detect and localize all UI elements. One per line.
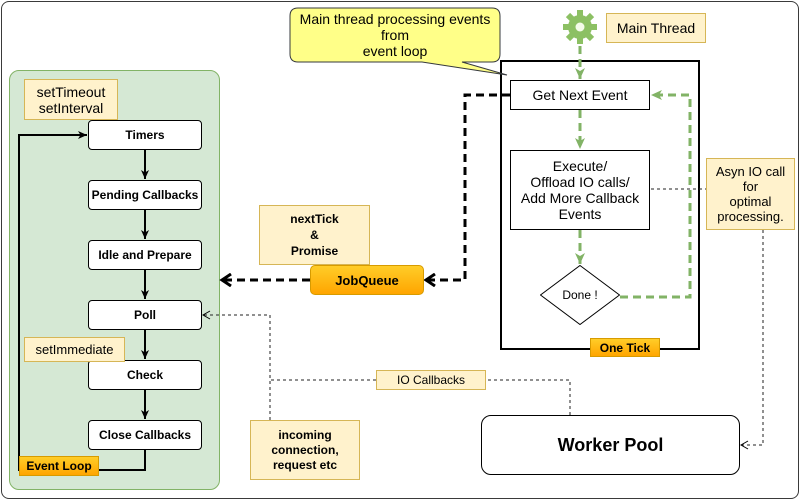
main-thread-label: Main Thread <box>606 13 706 43</box>
phase-pending-callbacks: Pending Callbacks <box>88 180 202 210</box>
timers-note: setTimeout setInterval <box>24 79 118 120</box>
next-tick-promise-note: nextTick & Promise <box>259 205 370 265</box>
phase-check: Check <box>88 360 202 390</box>
get-next-event-box: Get Next Event <box>510 80 650 110</box>
callout-line: from <box>381 27 409 43</box>
async-note-line: for <box>742 179 759 194</box>
callout-line: event loop <box>362 43 428 59</box>
worker-pool: Worker Pool <box>481 415 740 475</box>
callout-line: Main thread processing events <box>299 11 491 27</box>
gear-hole <box>575 22 585 32</box>
gear-icon <box>563 10 597 44</box>
phase-close-callbacks: Close Callbacks <box>88 420 202 450</box>
done-decision: Done ! <box>540 265 620 325</box>
execute-line: Add More Callback <box>520 190 640 206</box>
execute-line: Offload IO calls/ <box>530 174 630 190</box>
next-tick-note-line: nextTick <box>290 212 339 226</box>
next-tick-note-line: & <box>310 228 319 242</box>
timers-note-line: setTimeout <box>36 83 106 100</box>
main-thread-callout: Main thread processing events from event… <box>290 8 500 62</box>
incoming-note-line: incoming <box>278 427 332 442</box>
incoming-connection-note: incoming connection, request etc <box>250 420 360 480</box>
phase-poll: Poll <box>88 300 202 330</box>
timers-note-line: setInterval <box>38 99 104 116</box>
event-loop-label: Event Loop <box>19 456 99 476</box>
phase-idle-and-prepare: Idle and Prepare <box>88 240 202 270</box>
execute-line: Execute/ <box>552 158 608 174</box>
async-note-line: optimal <box>729 194 772 209</box>
done-label: Done ! <box>562 288 598 302</box>
job-queue: JobQueue <box>310 265 424 295</box>
decision-diamond-shape <box>540 265 620 325</box>
incoming-note-line: connection, <box>271 442 339 457</box>
set-immediate-note: setImmediate <box>24 337 125 362</box>
gear-tooth <box>577 37 583 44</box>
execute-line: Events <box>558 206 602 222</box>
incoming-note-line: request etc <box>272 457 338 472</box>
io-callbacks-label: IO Callbacks <box>376 370 486 390</box>
execute-box: Execute/ Offload IO calls/ Add More Call… <box>510 150 650 230</box>
one-tick-label: One Tick <box>590 338 660 357</box>
next-tick-note-line: Promise <box>290 244 339 258</box>
async-note-line: Asyn IO call <box>715 164 786 179</box>
gear-tooth <box>577 10 583 17</box>
phase-timers: Timers <box>88 120 202 150</box>
async-note-line: processing. <box>717 209 784 224</box>
async-io-note: Asyn IO call for optimal processing. <box>706 158 795 230</box>
